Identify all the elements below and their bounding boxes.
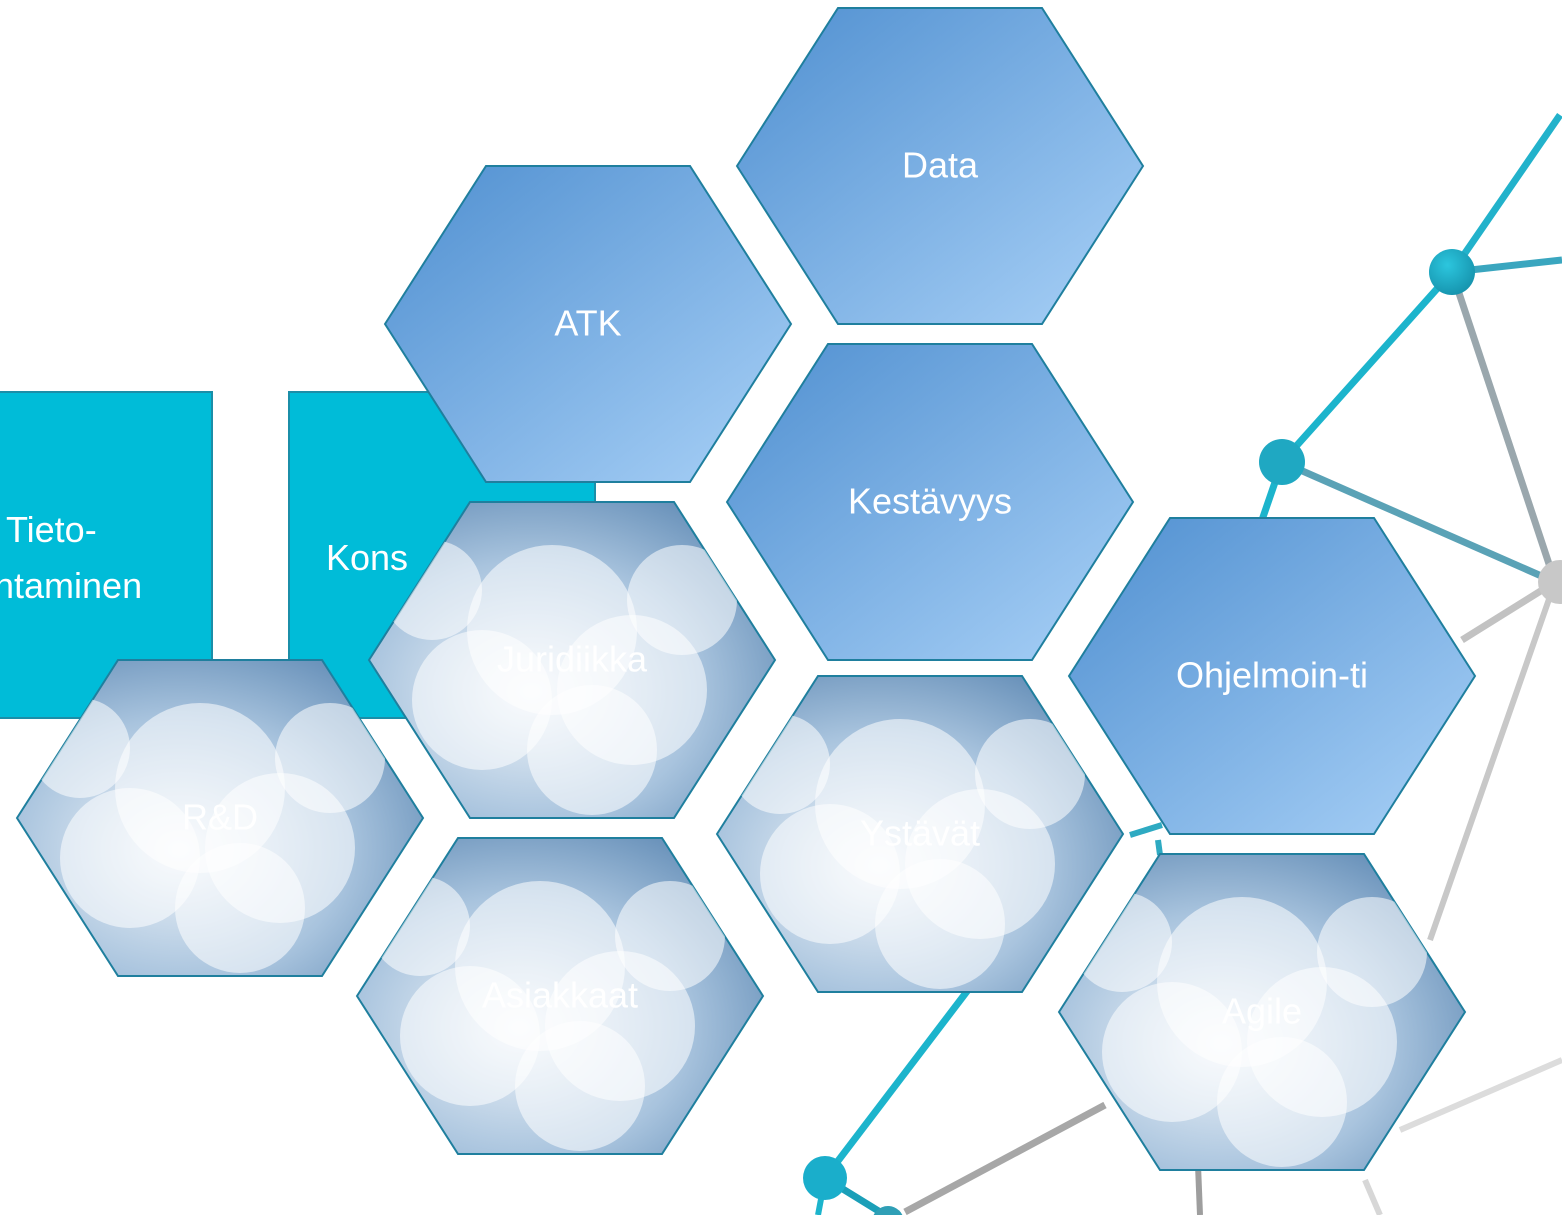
network-line: [1398, 1057, 1562, 1133]
network-line: [822, 987, 971, 1181]
hexagon-label-asiakkaat: Asiakkaat: [482, 975, 638, 1016]
hexagon-shape: [1067, 517, 1477, 835]
hexagon-kestavyys: Kestävyys: [725, 343, 1135, 661]
hexagon-ystavat: Ystävät: [715, 675, 1125, 993]
hexagon-label-kestavyys: Kestävyys: [848, 481, 1012, 522]
box-label-tietojohtaminen-line1: Tieto-: [6, 509, 97, 550]
hexagon-juridiikka: Juridiikka: [367, 501, 777, 819]
network-line: [1448, 270, 1559, 584]
network-line: [1155, 839, 1163, 856]
network-graphic: [803, 113, 1562, 1215]
hexagon-label-ohjelmointi: Ohjelmoin-ti: [1176, 655, 1368, 696]
hexagon-label-agile: Agile: [1222, 991, 1302, 1032]
hexagon-label-rd: R&D: [182, 797, 258, 838]
network-line: [1129, 822, 1163, 838]
hexagon-shape: [725, 343, 1135, 661]
hexagon-label-ystavat: Ystävät: [860, 813, 980, 854]
network-node: [803, 1156, 847, 1200]
network-line: [1449, 113, 1562, 274]
hexagon-data: Data: [735, 7, 1145, 325]
hexagon-asiakkaat: Asiakkaat: [355, 837, 765, 1155]
network-line: [903, 1101, 1107, 1215]
network-line: [1362, 1178, 1383, 1215]
network-line: [1460, 579, 1557, 643]
hexagon-label-atk: ATK: [554, 303, 621, 344]
box-label-konsultointi: Kons: [326, 537, 409, 578]
network-node: [873, 1206, 903, 1215]
network-node: [1429, 249, 1475, 295]
box-label-tietojohtaminen-line2: ntaminen: [0, 565, 143, 606]
network-line: [1279, 269, 1455, 465]
network-node: [1538, 560, 1562, 604]
cloud-texture: [382, 540, 737, 815]
cloud-texture: [370, 876, 725, 1151]
network-node: [1259, 439, 1305, 485]
network-line: [1427, 581, 1558, 941]
hexagon-agile: Agile: [1057, 853, 1467, 1171]
cloud-texture: [1072, 892, 1427, 1167]
hexagon-shape: [735, 7, 1145, 325]
cloud-texture: [30, 698, 385, 973]
hexagon-rd: R&D: [15, 659, 425, 977]
cloud-texture: [730, 714, 1085, 989]
hexagon-ohjelmointi: Ohjelmoin-ti: [1067, 517, 1477, 835]
hexagon-shape: [383, 165, 793, 483]
network-line: [1280, 458, 1557, 586]
hexagon-label-data: Data: [902, 145, 979, 186]
hexagon-label-juridiikka: Juridiikka: [497, 639, 648, 680]
hexagon-atk: ATK: [383, 165, 793, 483]
network-line: [1195, 1164, 1203, 1215]
